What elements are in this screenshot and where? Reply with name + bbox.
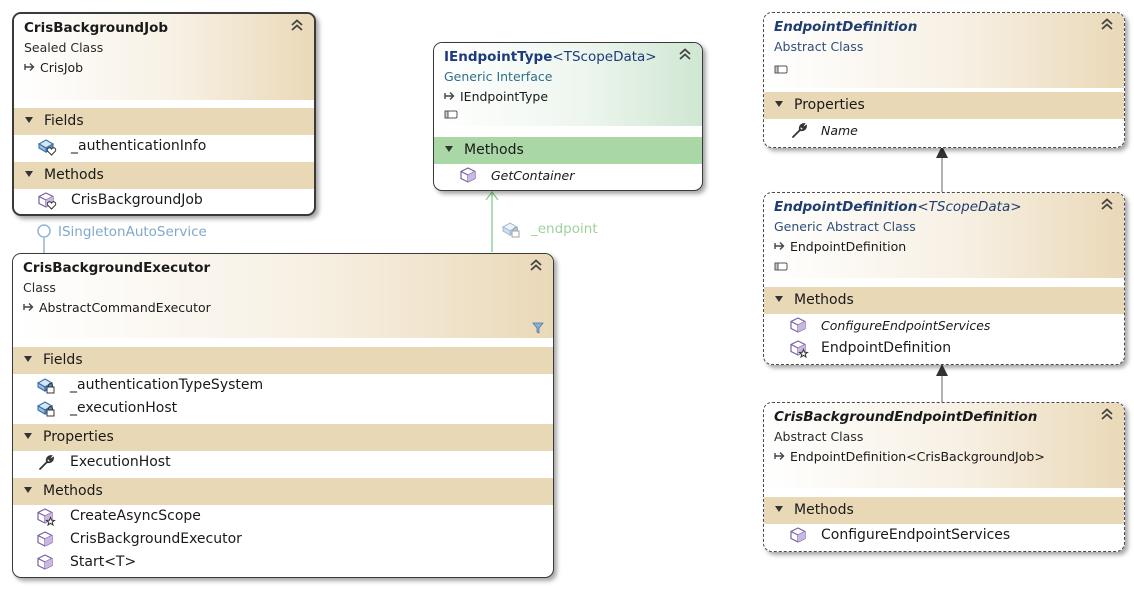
field-member[interactable]: _authenticationTypeSystem: [13, 374, 553, 397]
class-header: EndpointDefinition Abstract Class: [764, 13, 1124, 88]
collapse-chevron-icon[interactable]: [1100, 407, 1114, 421]
method-icon: [790, 317, 806, 333]
inheritance-icon: [444, 91, 455, 101]
class-kind: Sealed Class: [24, 40, 104, 55]
abstract-icon: [774, 65, 788, 74]
property-member[interactable]: ExecutionHost: [13, 451, 553, 474]
wrench-icon: [792, 123, 807, 138]
field-icon: [502, 222, 520, 238]
inheritance-icon: [24, 62, 35, 72]
interface-icon: [444, 110, 458, 119]
class-header: CrisBackgroundEndpointDefinition Abstrac…: [764, 403, 1124, 488]
field-icon: [37, 401, 55, 417]
class-kind: Abstract Class: [774, 39, 864, 54]
class-name: CrisBackgroundJob: [24, 20, 169, 36]
property-member[interactable]: Name: [764, 119, 1124, 142]
interface-header: IEndpointType<TScopeData> Generic Interf…: [434, 43, 702, 126]
class-name: EndpointDefinition<TScopeData>: [774, 199, 1022, 215]
method-icon: [37, 508, 55, 526]
collapse-chevron-icon[interactable]: [1100, 197, 1114, 211]
class-header: CrisBackgroundJob Sealed Class CrisJob: [14, 14, 314, 100]
field-member[interactable]: _authenticationInfo: [14, 135, 314, 158]
method-icon: [460, 167, 476, 183]
inheritance-icon: [774, 451, 785, 461]
section-fields[interactable]: Fields: [13, 347, 553, 374]
class-cris-background-job[interactable]: CrisBackgroundJob Sealed Class CrisJob F…: [12, 12, 316, 216]
class-cris-background-endpoint-definition[interactable]: CrisBackgroundEndpointDefinition Abstrac…: [763, 402, 1125, 552]
class-endpoint-definition[interactable]: EndpointDefinition Abstract Class Proper…: [763, 12, 1125, 148]
method-icon: [790, 527, 806, 543]
collapse-chevron-icon[interactable]: [1100, 17, 1114, 31]
inheritance-icon: [23, 302, 34, 312]
interface-kind: Generic Interface: [444, 69, 553, 84]
class-base: AbstractCommandExecutor: [23, 298, 543, 318]
lollipop-label: ISingletonAutoService: [58, 224, 207, 240]
method-member[interactable]: EndpointDefinition: [764, 337, 1124, 360]
class-header: CrisBackgroundExecutor Class AbstractCom…: [13, 254, 553, 338]
interface-name: IEndpointType<TScopeData>: [444, 49, 657, 65]
section-methods[interactable]: Methods: [13, 478, 553, 505]
section-fields[interactable]: Fields: [14, 108, 314, 135]
class-name: CrisBackgroundExecutor: [23, 260, 211, 276]
class-base: CrisJob: [24, 58, 304, 78]
method-member[interactable]: ConfigureEndpointServices: [764, 524, 1124, 547]
class-base: EndpointDefinition: [774, 237, 1114, 257]
interface-base: IEndpointType: [444, 87, 692, 107]
filter-icon[interactable]: [532, 322, 544, 334]
class-name: EndpointDefinition: [774, 19, 918, 35]
class-header: EndpointDefinition<TScopeData> Generic A…: [764, 193, 1124, 278]
method-member[interactable]: ConfigureEndpointServices: [764, 314, 1124, 337]
collapse-chevron-icon[interactable]: [678, 47, 692, 61]
association-label: _endpoint: [531, 221, 598, 237]
interface-iendpoint-type[interactable]: IEndpointType<TScopeData> Generic Interf…: [433, 42, 703, 191]
wrench-icon: [39, 455, 54, 470]
section-methods[interactable]: Methods: [764, 287, 1124, 314]
collapse-chevron-icon[interactable]: [529, 258, 543, 272]
method-icon: [37, 554, 53, 570]
abstract-icon: [774, 262, 788, 271]
class-cris-background-executor[interactable]: CrisBackgroundExecutor Class AbstractCom…: [12, 253, 554, 578]
method-member[interactable]: CreateAsyncScope: [13, 505, 553, 528]
method-icon: [37, 531, 53, 547]
collapse-chevron-icon[interactable]: [290, 18, 304, 32]
class-base: EndpointDefinition<CrisBackgroundJob>: [774, 447, 1114, 467]
class-kind: Class: [23, 280, 56, 295]
method-member[interactable]: GetContainer: [434, 164, 702, 187]
method-icon: [38, 192, 57, 210]
section-properties[interactable]: Properties: [13, 424, 553, 451]
class-kind: Generic Abstract Class: [774, 219, 916, 234]
field-icon: [38, 139, 57, 156]
field-member[interactable]: _executionHost: [13, 397, 553, 420]
class-kind: Abstract Class: [774, 429, 864, 444]
method-icon: [790, 340, 808, 358]
method-member[interactable]: Start<T>: [13, 551, 553, 574]
class-endpoint-definition-generic[interactable]: EndpointDefinition<TScopeData> Generic A…: [763, 192, 1125, 365]
section-methods[interactable]: Methods: [14, 162, 314, 189]
class-name: CrisBackgroundEndpointDefinition: [774, 409, 1038, 425]
section-properties[interactable]: Properties: [764, 92, 1124, 119]
field-icon: [37, 378, 55, 394]
inheritance-icon: [774, 241, 785, 251]
section-methods[interactable]: Methods: [764, 497, 1124, 524]
section-methods[interactable]: Methods: [434, 137, 702, 164]
method-member[interactable]: CrisBackgroundJob: [14, 189, 314, 212]
method-member[interactable]: CrisBackgroundExecutor: [13, 528, 553, 551]
